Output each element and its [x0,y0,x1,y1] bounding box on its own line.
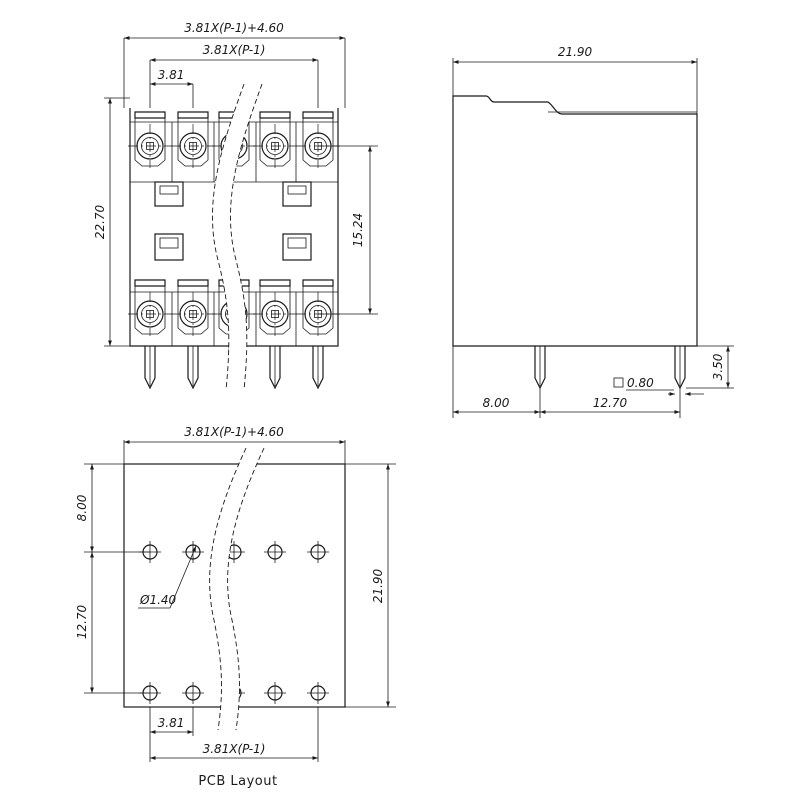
latch-window-inner [287,237,307,249]
latch-window [282,233,312,261]
latch-window-inner [287,185,307,195]
dim-pin-row-spacing-label: 12.70 [593,396,628,410]
dim-pitch-label: 3.81 [158,68,185,82]
dim-overall-width-label: 3.81X(P-1)+4.60 [184,21,284,35]
clamp-tab [134,279,166,287]
dim-pin-length-label: 3.50 [711,353,725,380]
square-symbol-icon [613,377,624,388]
latch-window [154,181,184,207]
pcb-dim-pitch-label: 3.81 [158,716,185,730]
pin [312,346,324,390]
pcb-break-line [209,447,247,731]
front-column-lines [171,122,297,346]
latch-window-inner [159,237,179,249]
dim-pitch-span-label: 3.81X(P-1) [203,43,266,57]
pin [187,346,199,390]
dim-pin-square-label: 0.80 [627,376,654,390]
clamp-tab [302,279,334,287]
front-break-line [230,83,263,391]
clamp-tab [134,111,166,119]
pcb-dim-overall-width-label: 3.81X(P-1)+4.60 [184,425,284,439]
clamp-tab [177,279,209,287]
front-view: 3.81X(P-1)+4.60 3.81X(P-1) 3.81 22.70 15… [93,21,378,391]
latch-window [154,233,184,261]
side-view: 21.90 3.50 0.80 8.00 12.70 [452,45,734,418]
clamp-tab [259,111,291,119]
pcb-dim-row-spacing-label: 12.70 [75,604,89,639]
side-body-outline [452,95,698,347]
leader-line [169,545,197,609]
clamp-tab [259,279,291,287]
dim-depth-label: 21.90 [558,45,593,59]
pin [144,346,156,390]
latch-window [282,181,312,207]
pcb-break-mask [209,448,264,730]
pcb-break-line [227,447,265,731]
pcb-layout-caption: PCB Layout [198,774,277,789]
front-break-mask [212,84,262,390]
pcb-dim-hole-diameter-label: Ø1.40 [139,593,177,607]
pin [269,346,281,390]
dim-row-spacing-label: 15.24 [351,213,365,247]
pcb-dim-top-offset-label: 8.00 [75,494,89,521]
front-top-screw-row [128,111,340,168]
front-break-line [212,83,245,391]
clamp-tab [177,111,209,119]
dim-front-offset-label: 8.00 [483,396,510,410]
front-latches [154,181,312,261]
latch-window-inner [159,185,179,195]
clamp-tab [302,111,334,119]
pcb-dim-depth-label: 21.90 [371,568,385,603]
pcb-layout-view: 3.81X(P-1)+4.60 8.00 12.70 21.90 Ø1.40 3… [75,425,396,789]
dim-height-label: 22.70 [93,204,107,239]
pcb-dim-pitch-span-label: 3.81X(P-1) [203,742,266,756]
